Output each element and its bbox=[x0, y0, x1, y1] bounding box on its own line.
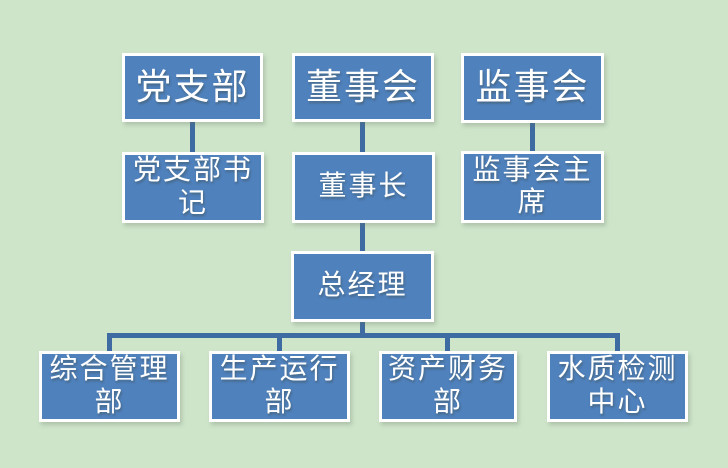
node-general-manager-label: 总经理 bbox=[317, 270, 408, 302]
node-supervisory-board-chairman-label: 监事会主席 bbox=[472, 154, 593, 218]
node-general-manager: 总经理 bbox=[291, 251, 434, 322]
node-general-management-dept-label: 综合管理部 bbox=[49, 354, 170, 418]
node-production-operation-dept-label: 生产运行部 bbox=[219, 354, 340, 418]
connector-general-manager-stem bbox=[360, 319, 365, 337]
node-water-quality-testing-center: 水质检测中心 bbox=[547, 351, 688, 422]
node-supervisory-board: 监事会 bbox=[461, 53, 604, 123]
node-supervisory-board-label: 监事会 bbox=[475, 67, 590, 108]
node-general-management-dept: 综合管理部 bbox=[39, 351, 180, 422]
node-asset-finance-dept: 资产财务部 bbox=[379, 351, 517, 422]
node-party-branch-secretary-label: 党支部书记 bbox=[132, 155, 253, 219]
node-asset-finance-dept-label: 资产财务部 bbox=[387, 354, 508, 418]
connector-party-branch-to-secretary bbox=[190, 119, 195, 155]
node-chairman-label: 董事长 bbox=[318, 171, 409, 203]
connector-board-to-chairman bbox=[360, 119, 365, 155]
node-supervisory-board-chairman: 监事会主席 bbox=[461, 151, 604, 223]
connector-drop-general-management-dept bbox=[107, 336, 112, 353]
connector-drop-production-operation-dept bbox=[277, 336, 282, 353]
connector-drop-asset-finance-dept bbox=[445, 336, 450, 353]
connector-horizontal-bus bbox=[107, 333, 620, 338]
connector-chairman-to-general-manager bbox=[360, 220, 365, 254]
node-party-branch-label: 党支部 bbox=[135, 66, 250, 107]
node-board-of-directors: 董事会 bbox=[292, 53, 434, 122]
node-chairman: 董事长 bbox=[292, 152, 435, 223]
node-party-branch-secretary: 党支部书记 bbox=[122, 152, 264, 223]
node-water-quality-testing-center-label: 水质检测中心 bbox=[557, 354, 678, 418]
node-party-branch: 党支部 bbox=[122, 53, 263, 122]
connector-supervisory-board-to-chairman bbox=[530, 119, 535, 154]
node-production-operation-dept: 生产运行部 bbox=[209, 351, 350, 422]
node-board-of-directors-label: 董事会 bbox=[305, 66, 420, 107]
connector-drop-water-quality-testing-center bbox=[615, 336, 620, 353]
